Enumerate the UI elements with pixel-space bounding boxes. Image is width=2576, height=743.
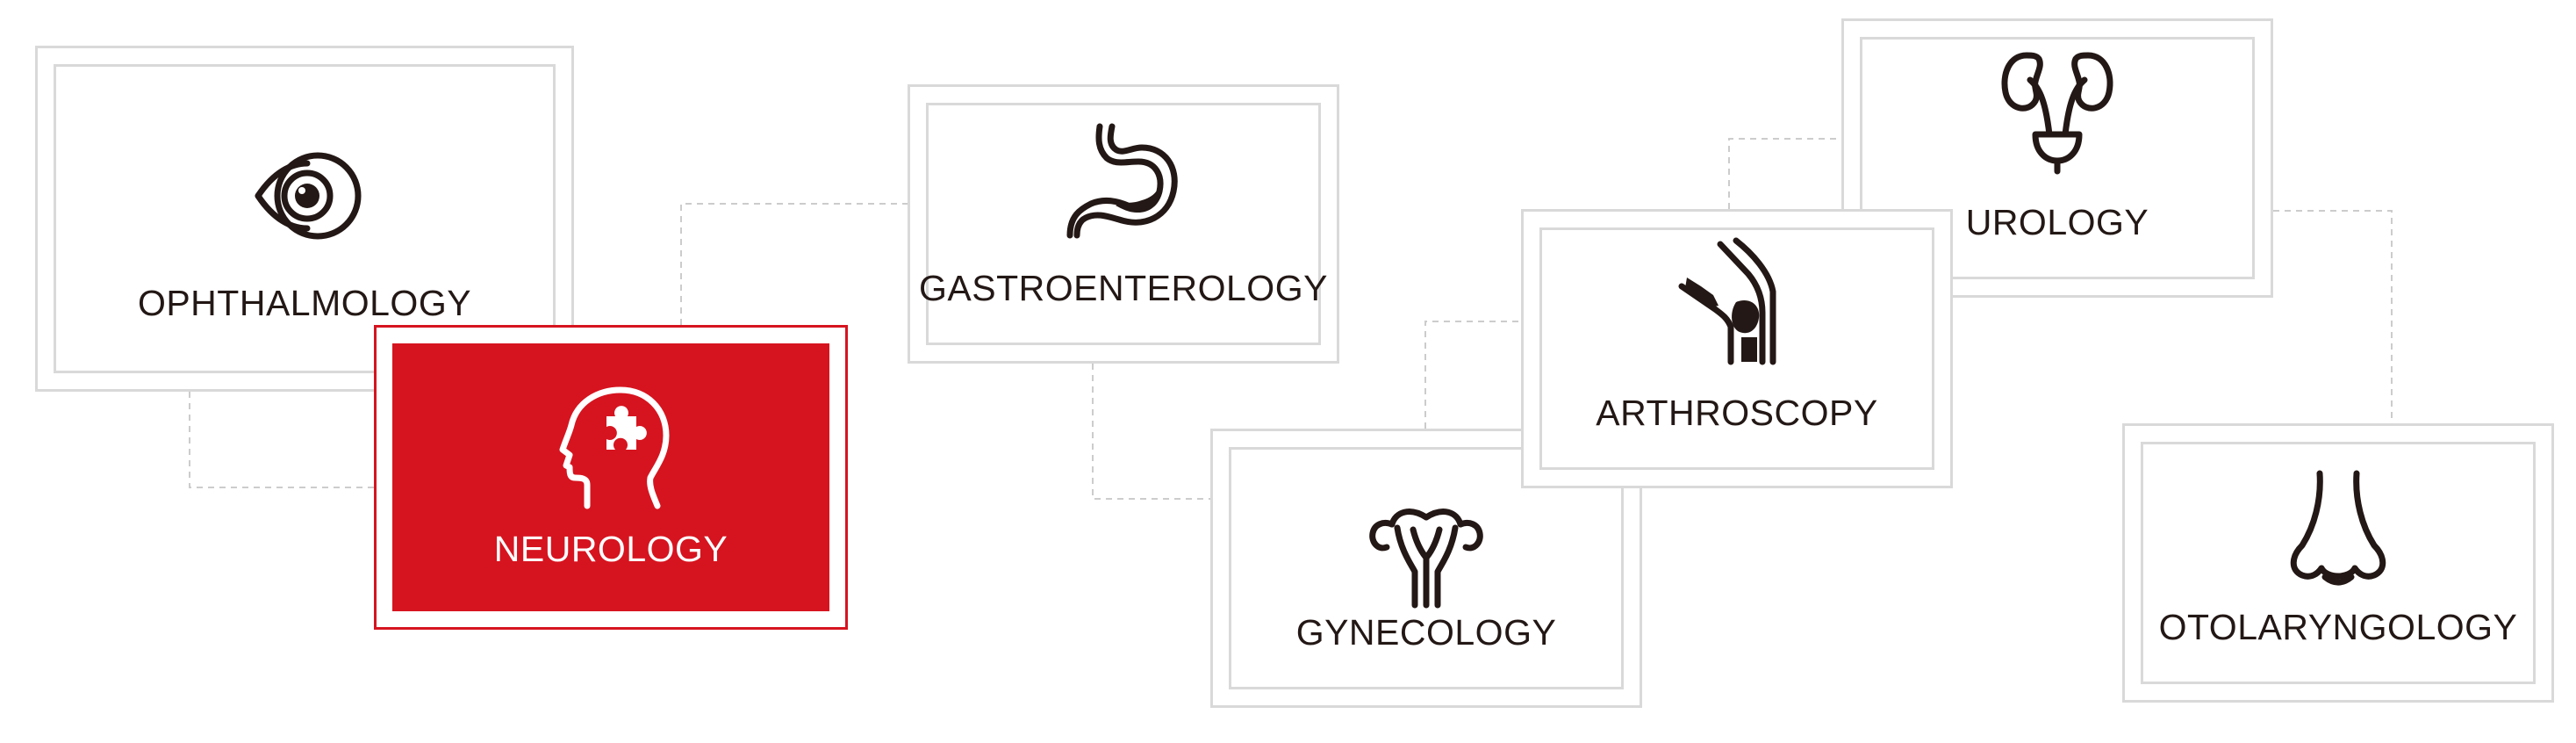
card-inner-frame <box>926 103 1321 345</box>
stomach-icon <box>1058 114 1189 246</box>
card-label: OTOLARYNGOLOGY <box>2158 606 2518 647</box>
connector-gastroenterology-gynecology <box>1092 364 1210 500</box>
card-label: GYNECOLOGY <box>1295 611 1557 653</box>
card-label: UROLOGY <box>1965 201 2149 242</box>
connector-arthroscopy-urology <box>1728 138 1841 209</box>
card-label: GASTROENTEROLOGY <box>919 267 1328 308</box>
connector-gynecology-arthroscopy <box>1424 321 1521 429</box>
kidneys-icon <box>1991 43 2123 175</box>
uterus-icon <box>1360 480 1492 612</box>
card-gastroenterology[interactable]: GASTROENTEROLOGY <box>908 84 1339 364</box>
nose-icon <box>2272 465 2404 596</box>
card-otolaryngology[interactable]: OTOLARYNGOLOGY <box>2122 423 2554 703</box>
card-inner-frame <box>1860 37 2255 279</box>
connector-urology-otolaryngology <box>2273 210 2393 423</box>
card-inner-frame <box>54 64 556 373</box>
connector-neurology-gastroenterology <box>680 203 908 325</box>
card-inner-frame <box>1539 227 1934 470</box>
card-label: OPHTHALMOLOGY <box>137 283 472 324</box>
card-arthroscopy[interactable]: ARTHROSCOPY <box>1521 209 1953 488</box>
card-inner-frame <box>2141 442 2536 684</box>
knee-joint-icon <box>1671 234 1803 365</box>
card-inner-frame <box>1229 447 1624 689</box>
connector-ophthalmology-neurology <box>189 392 374 488</box>
head-puzzle-icon <box>545 381 677 513</box>
card-neurology[interactable]: NEUROLOGY <box>374 325 848 630</box>
card-label: NEUROLOGY <box>493 529 728 570</box>
card-label: ARTHROSCOPY <box>1596 392 1878 433</box>
eye-icon <box>239 130 370 262</box>
